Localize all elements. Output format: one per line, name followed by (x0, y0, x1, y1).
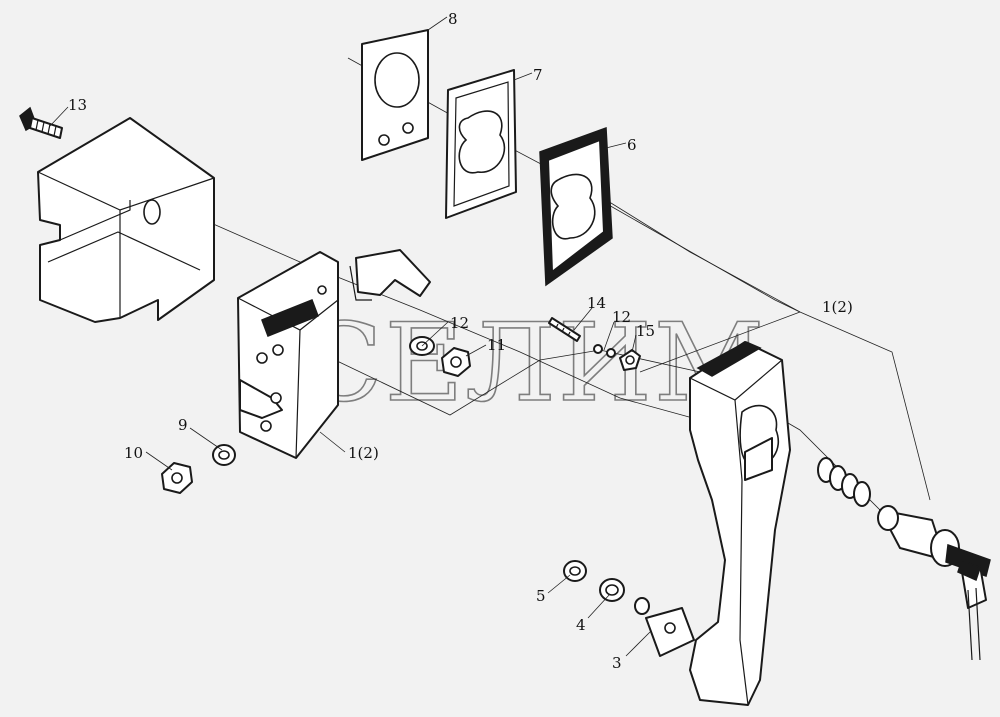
callout-4: 4 (576, 616, 586, 634)
part-1-latch-body (237, 249, 431, 459)
watermark-text: СЕЛИМ (300, 301, 766, 426)
callout-12-right: 12 (612, 308, 631, 326)
callout-3: 3 (612, 654, 622, 672)
callout-15: 15 (636, 322, 655, 340)
part-10-nut (161, 462, 193, 494)
callout-14: 14 (587, 294, 606, 312)
callout-10: 10 (124, 444, 143, 462)
part-9-washer (212, 444, 236, 466)
part-15-bushing (619, 349, 641, 371)
callout-8: 8 (448, 10, 458, 28)
part-8-gasket-plate (361, 29, 429, 161)
callout-11: 11 (487, 336, 506, 354)
part-13-screw (19, 106, 63, 139)
spring (817, 457, 871, 507)
callout-5: 5 (536, 587, 546, 605)
lock-cylinder-with-key (877, 505, 991, 661)
part-4-washer (599, 578, 625, 602)
callout-13: 13 (68, 96, 87, 114)
callout-1-2-top: 1(2) (822, 298, 853, 316)
callout-1-2-bottom: 1(2) (348, 444, 379, 462)
part-14-small-screw (548, 317, 581, 342)
part-6-frame-seal (539, 126, 613, 287)
part-12-washer-right (593, 344, 616, 358)
callout-6: 6 (627, 136, 637, 154)
part-1-handle (689, 341, 791, 706)
callout-9: 9 (178, 416, 188, 434)
cover-box (37, 117, 215, 323)
part-5-washer (563, 560, 587, 582)
part-3-cam (634, 597, 695, 657)
callout-7: 7 (533, 66, 543, 84)
callout-leaders (49, 16, 801, 657)
callout-labels: 8 7 6 13 12 11 14 12 15 1(2) 1(2) 9 10 5… (68, 10, 853, 672)
part-11-nut (441, 347, 471, 377)
callout-12-left: 12 (450, 314, 469, 332)
part-7-seal (445, 69, 517, 219)
